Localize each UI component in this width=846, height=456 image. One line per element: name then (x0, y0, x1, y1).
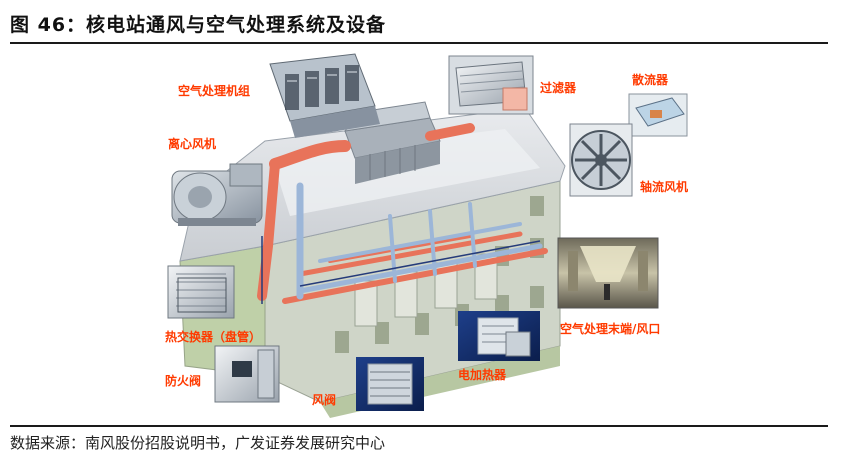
source-rule (10, 425, 828, 427)
label-air-damper: 风阀 (312, 393, 337, 407)
label-electric-heater: 电加热器 (458, 368, 507, 382)
label-ahu: 空气处理机组 (178, 84, 251, 98)
label-air-terminal: 空气处理末端/风口 (560, 322, 661, 336)
label-cooler: 散流器 (632, 73, 669, 87)
air-terminal-photo (557, 237, 659, 309)
label-centrifugal-fan: 离心风机 (168, 137, 217, 151)
supply-duct (257, 123, 548, 304)
figure-title: 图 46：核电站通风与空气处理系统及设备 (10, 14, 387, 36)
hvac-diagram: 空气处理机组 离心风机 过滤器 散流器 轴流风机 热交换器（盘管） 防火阀 风阀… (0, 46, 846, 422)
exhaust-duct (296, 182, 543, 300)
air-damper (356, 357, 424, 411)
filter-unit (448, 55, 534, 115)
electric-heater (458, 311, 540, 361)
label-filter: 过滤器 (540, 81, 577, 95)
cooler-unit (628, 93, 688, 137)
hvac-illustration (167, 53, 688, 418)
centrifugal-fan (171, 163, 263, 226)
duct-connectors (261, 236, 541, 304)
ahu-unit (269, 53, 380, 138)
fire-damper (214, 345, 280, 403)
label-axial-fan: 轴流风机 (640, 180, 689, 194)
axial-fan (569, 123, 633, 197)
heat-exchanger (167, 265, 235, 319)
title-rule (10, 42, 828, 44)
label-fire-damper: 防火阀 (165, 374, 202, 388)
figure-source: 数据来源：南风股份招股说明书，广发证券发展研究中心 (10, 434, 386, 452)
label-heat-exchanger: 热交换器（盘管） (165, 330, 262, 344)
